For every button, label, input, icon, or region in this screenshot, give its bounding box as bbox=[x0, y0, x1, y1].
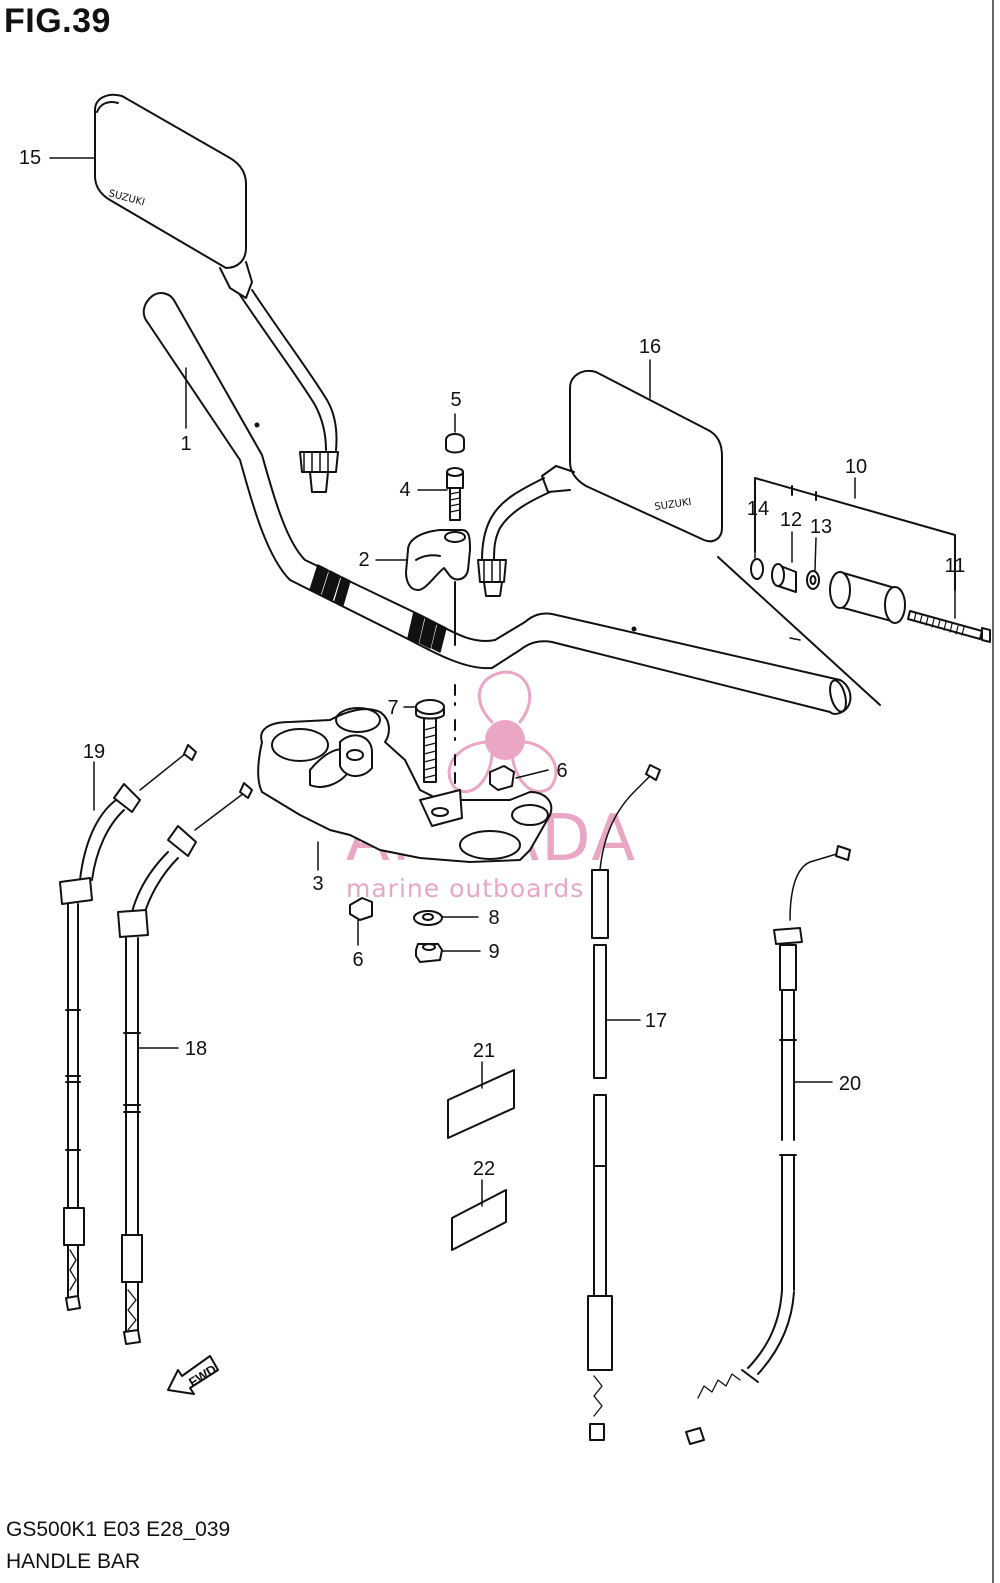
callout-16: 16 bbox=[639, 336, 661, 358]
part-label-22 bbox=[451, 1189, 507, 1251]
callout-20: 20 bbox=[839, 1073, 861, 1095]
watermark-tagline: marine outboards bbox=[346, 874, 584, 903]
callout-11: 11 bbox=[945, 555, 966, 577]
part-balancer-screw-11 bbox=[907, 610, 991, 643]
part-balancer-weight bbox=[829, 571, 906, 624]
callout-12: 12 bbox=[780, 509, 802, 531]
callout-18: 18 bbox=[185, 1038, 207, 1060]
armada-logo-hub bbox=[485, 720, 525, 760]
callout-1: 1 bbox=[180, 433, 191, 455]
part-handlebar bbox=[142, 292, 852, 715]
model-code: GS500K1 E03 E28_039 bbox=[6, 1518, 231, 1541]
callout-labels: 1 2 3 4 5 6 6 7 8 9 10 11 12 13 14 15 16… bbox=[19, 147, 966, 1180]
callout-8: 8 bbox=[488, 907, 499, 929]
callout-5: 5 bbox=[450, 389, 461, 411]
callout-6a: 6 bbox=[556, 760, 567, 782]
figure-caption: HANDLE BAR bbox=[6, 1550, 141, 1573]
figure-title: FIG.39 bbox=[4, 2, 111, 40]
part-bolt-cap bbox=[445, 433, 465, 454]
part-throttle-cable-18 bbox=[117, 782, 253, 1345]
part-balancer-spacer-12 bbox=[771, 563, 797, 593]
callout-15: 15 bbox=[19, 147, 41, 169]
callout-21: 21 bbox=[473, 1040, 495, 1062]
mirror-right-brand: SUZUKI bbox=[654, 497, 692, 513]
part-throttle-cable-19 bbox=[59, 744, 197, 1311]
callout-14: 14 bbox=[747, 498, 769, 520]
callout-19: 19 bbox=[83, 741, 105, 763]
part-balancer-washer-14 bbox=[750, 558, 764, 580]
callout-7: 7 bbox=[387, 697, 398, 719]
part-label-21 bbox=[447, 1069, 515, 1139]
part-cushion-lower bbox=[349, 897, 373, 921]
part-bolt-7 bbox=[415, 699, 445, 783]
part-balancer-assembly bbox=[717, 477, 991, 706]
part-washer bbox=[413, 910, 443, 926]
part-bolt-clamp bbox=[446, 467, 464, 521]
part-mirror-right: SUZUKI bbox=[477, 370, 723, 597]
balancer-group-bracket bbox=[754, 477, 956, 591]
mirror-left-brand: SUZUKI bbox=[107, 188, 146, 208]
callout-22: 22 bbox=[473, 1158, 495, 1180]
part-balancer-ring-13 bbox=[806, 570, 820, 590]
callout-6b: 6 bbox=[352, 949, 363, 971]
part-handlebar-holder bbox=[257, 707, 553, 863]
armada-propeller-logo bbox=[447, 670, 558, 794]
callout-leader-lines bbox=[49, 157, 956, 1207]
balancer-alignment-line bbox=[717, 556, 881, 706]
part-cable-17 bbox=[587, 764, 661, 1441]
part-nut bbox=[415, 943, 443, 963]
callout-4: 4 bbox=[399, 479, 410, 501]
part-cushion-upper bbox=[489, 765, 515, 791]
right-border-line bbox=[992, 0, 994, 1583]
callout-2: 2 bbox=[358, 549, 369, 571]
callout-10: 10 bbox=[845, 456, 867, 478]
callout-9: 9 bbox=[488, 941, 499, 963]
knurled-section-left bbox=[309, 564, 351, 606]
part-clutch-cable-20 bbox=[685, 845, 851, 1445]
part-mirror-left: SUZUKI bbox=[94, 93, 339, 493]
callout-3: 3 bbox=[312, 873, 323, 895]
knurled-section-right bbox=[407, 611, 447, 653]
forward-direction-arrow: FWD bbox=[167, 1355, 219, 1395]
callout-17: 17 bbox=[645, 1010, 667, 1032]
callout-13: 13 bbox=[810, 516, 832, 538]
part-clamp-upper bbox=[405, 529, 471, 591]
